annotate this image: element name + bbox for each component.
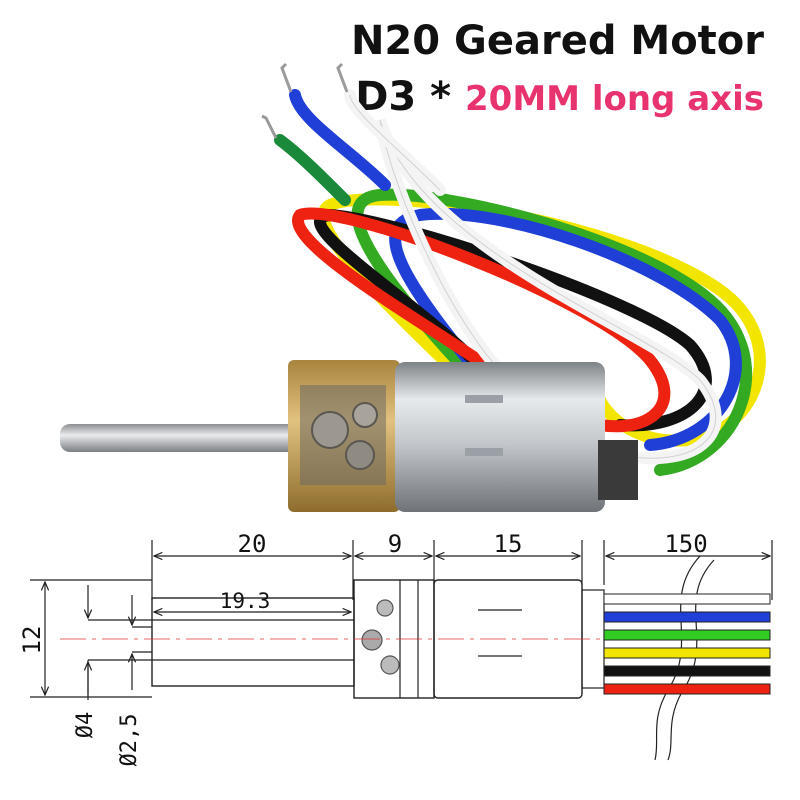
dim-label-motor: 15 xyxy=(494,530,523,558)
gear-icon xyxy=(345,440,375,470)
drawing-wires xyxy=(603,593,771,695)
dim-label-height: 12 xyxy=(18,626,46,655)
wire-tips xyxy=(261,62,349,139)
wire-6 xyxy=(603,683,771,695)
wire-3 xyxy=(603,629,771,641)
dim-label-diameter: Ø4 xyxy=(73,712,98,739)
gear-icon xyxy=(311,411,349,449)
product-subtitle: D3 * 20MM long axis xyxy=(355,74,764,120)
can-slot xyxy=(465,448,503,456)
can-slot xyxy=(465,395,503,403)
subtitle-prefix: D3 * xyxy=(355,74,452,120)
motor-can xyxy=(395,362,605,512)
dimension-labels: 20 9 15 150 19.3 12 Ø4 Ø2,5 xyxy=(18,530,708,766)
wire-1 xyxy=(603,593,771,605)
subtitle-highlight: 20MM long axis xyxy=(465,79,764,119)
wire-5 xyxy=(603,665,771,677)
dim-label-shaft: 20 xyxy=(238,530,267,558)
gear-icon xyxy=(352,402,378,428)
wire-4 xyxy=(603,647,771,659)
dim-label-gearbox: 9 xyxy=(388,530,402,558)
wire-loops xyxy=(274,89,766,476)
wire-2 xyxy=(603,611,771,623)
dim-label-exposed: 19.3 xyxy=(220,589,271,613)
dim-label-wires: 150 xyxy=(664,530,707,558)
product-title: N20 Geared Motor xyxy=(350,18,764,64)
output-shaft xyxy=(60,424,300,452)
end-cap xyxy=(598,440,638,500)
dim-label-flat: Ø2,5 xyxy=(117,714,142,767)
motor-photo xyxy=(60,62,766,512)
